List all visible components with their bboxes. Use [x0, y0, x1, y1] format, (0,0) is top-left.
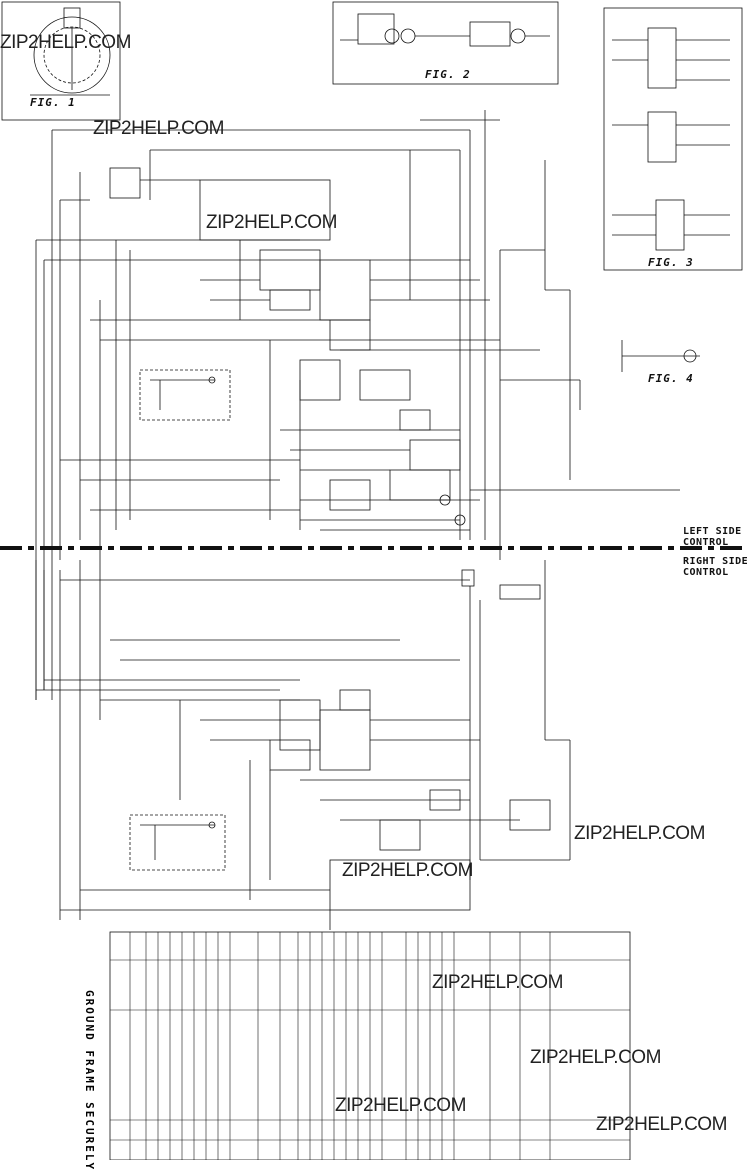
fig1-box	[1, 1, 121, 121]
watermark: ZIP2HELP.COM	[432, 972, 563, 993]
parts-table-grid	[110, 932, 630, 1160]
fig1-label: FIG. 1	[30, 96, 76, 109]
right-side-control-label-line1: RIGHT SIDE	[683, 556, 747, 567]
ground-frame-note: GROUND FRAME SECURELY	[83, 990, 96, 1171]
watermark: ZIP2HELP.COM	[342, 860, 473, 881]
bypass-switch-upper	[139, 369, 231, 421]
watermark: ZIP2HELP.COM	[596, 1114, 727, 1135]
left-side-control-label-line1: LEFT SIDE	[683, 526, 742, 537]
watermark: ZIP2HELP.COM	[574, 823, 705, 844]
left-side-control-label-line2: CONTROL	[683, 537, 729, 548]
watermark: ZIP2HELP.COM	[93, 118, 224, 139]
watermark: ZIP2HELP.COM	[335, 1095, 466, 1116]
fig2-box	[332, 1, 559, 85]
right-side-control-label-line2: CONTROL	[683, 567, 729, 578]
watermark: ZIP2HELP.COM	[0, 32, 131, 53]
watermark: ZIP2HELP.COM	[206, 212, 337, 233]
fig3-box	[603, 7, 743, 271]
bypass-switch-lower	[129, 814, 226, 871]
fig2-label: FIG. 2	[425, 68, 471, 81]
fig1-motor-symbol	[33, 16, 111, 94]
fig4-label: FIG. 4	[648, 372, 694, 385]
watermark: ZIP2HELP.COM	[530, 1047, 661, 1068]
fig3-label: FIG. 3	[648, 256, 694, 269]
